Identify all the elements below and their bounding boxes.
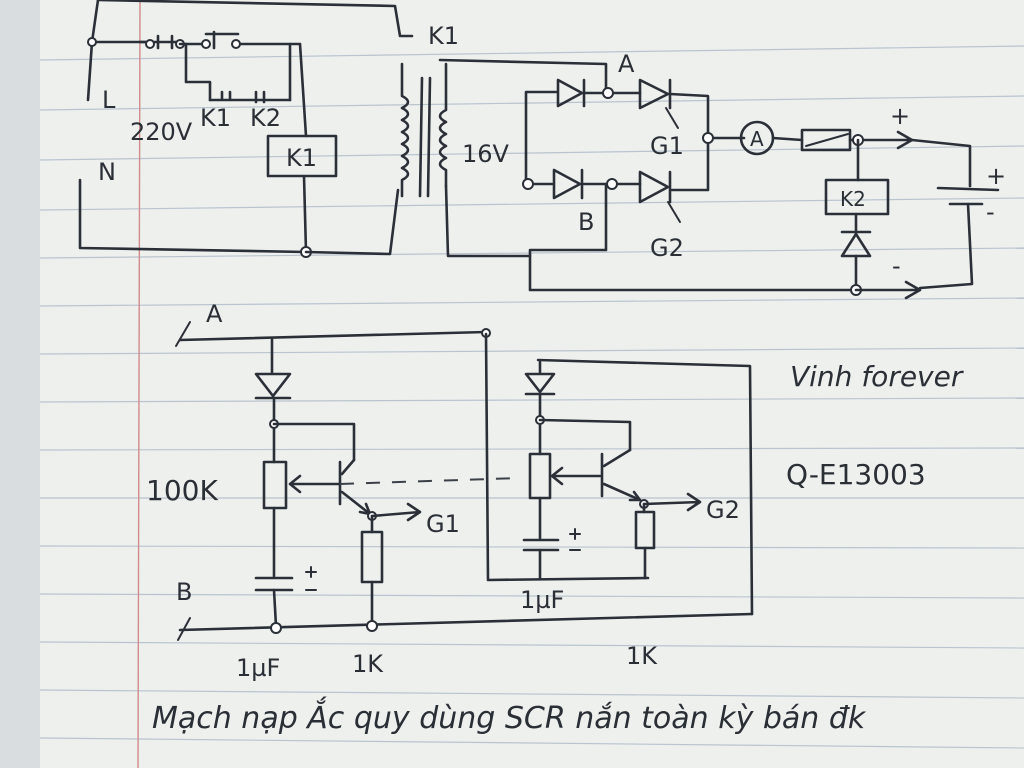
label-k2-relay: K2 <box>840 187 866 211</box>
label-r1k-2: 1K <box>626 642 658 670</box>
scr-1 <box>638 78 670 110</box>
label-plus-out: + <box>890 102 910 130</box>
label-100k: 100K <box>146 474 218 507</box>
rail-2-left <box>484 332 650 582</box>
label-a-bottom: A <box>206 300 223 328</box>
battery-plate-long <box>936 186 1000 192</box>
return-wire <box>78 174 308 254</box>
pot-wiper <box>288 474 342 494</box>
k1-contacts <box>208 90 292 102</box>
coil-feed <box>298 42 308 138</box>
label-ammeter: A <box>750 127 764 151</box>
label-l: L <box>102 86 116 114</box>
minus-output <box>854 280 922 300</box>
scr-1-gate <box>665 107 679 129</box>
g2-arrow <box>642 492 702 512</box>
rectifier-section <box>522 78 1000 300</box>
trigger-circuit-1 <box>175 321 754 641</box>
bridge-bottom <box>528 182 858 292</box>
trig-diode-1 <box>254 372 292 398</box>
label-g1-top: G1 <box>650 132 684 160</box>
start-switch <box>138 34 182 50</box>
diode-2 <box>552 168 582 200</box>
paper-edge <box>0 0 40 768</box>
label-minus-out: - <box>892 252 901 280</box>
label-n: N <box>98 158 116 186</box>
stop-switch <box>178 30 302 50</box>
l-to-k1 <box>96 0 414 38</box>
n-to-transformer <box>304 188 400 256</box>
label-battery-plus: + <box>986 162 1006 190</box>
label-transistor: Q-E13003 <box>786 458 926 491</box>
k1-contact-wire <box>184 42 212 102</box>
label-g2-top: G2 <box>650 234 684 262</box>
rail-a <box>178 330 488 342</box>
label-cap-1: 1µF <box>236 654 280 682</box>
label-k2-switch: K2 <box>250 104 281 132</box>
rail-2-right <box>536 358 754 616</box>
secondary-winding <box>438 62 448 188</box>
mains-section <box>78 0 414 258</box>
scr-2-gate <box>667 201 681 223</box>
label-r1k-1: 1K <box>352 650 384 678</box>
label-cap-2: 1µF <box>520 586 564 614</box>
k1-coil <box>266 134 338 178</box>
caption: Mạch nạp Ắc quy dùng SCR nắn toàn kỳ bán… <box>152 696 867 736</box>
labels: L N 220V K1 K2 K1 K1 16V A B G1 G2 A K2 … <box>98 22 1006 736</box>
label-16v: 16V <box>462 140 510 168</box>
label-220v: 220V <box>130 118 193 146</box>
label-k1-top: K1 <box>428 22 459 50</box>
g1-arrow <box>370 502 422 522</box>
label-k1-switch: K1 <box>200 104 231 132</box>
scr-2 <box>638 170 670 204</box>
wire-l-down <box>86 40 94 102</box>
k2-contacts <box>254 90 266 104</box>
label-g2-out: G2 <box>706 496 740 524</box>
label-battery-minus: - <box>986 198 995 226</box>
label-a-top: A <box>618 50 635 78</box>
label-g1-out: G1 <box>426 510 460 538</box>
label-b-top: B <box>578 208 594 236</box>
trigger-circuit-2 <box>484 332 754 616</box>
sec-top-to-a <box>438 58 608 92</box>
coupling-dashes <box>339 477 521 485</box>
label-b-bottom: B <box>176 578 192 606</box>
transformer <box>400 58 608 258</box>
primary-winding <box>400 62 410 198</box>
trig-diode-2 <box>524 372 556 394</box>
sec-bottom-to-b <box>444 184 532 258</box>
margin-line <box>137 0 141 768</box>
diode-1 <box>556 78 584 108</box>
label-k1-coil: K1 <box>286 144 317 172</box>
bridge-left <box>524 90 558 186</box>
label-author: Vinh forever <box>790 360 964 393</box>
